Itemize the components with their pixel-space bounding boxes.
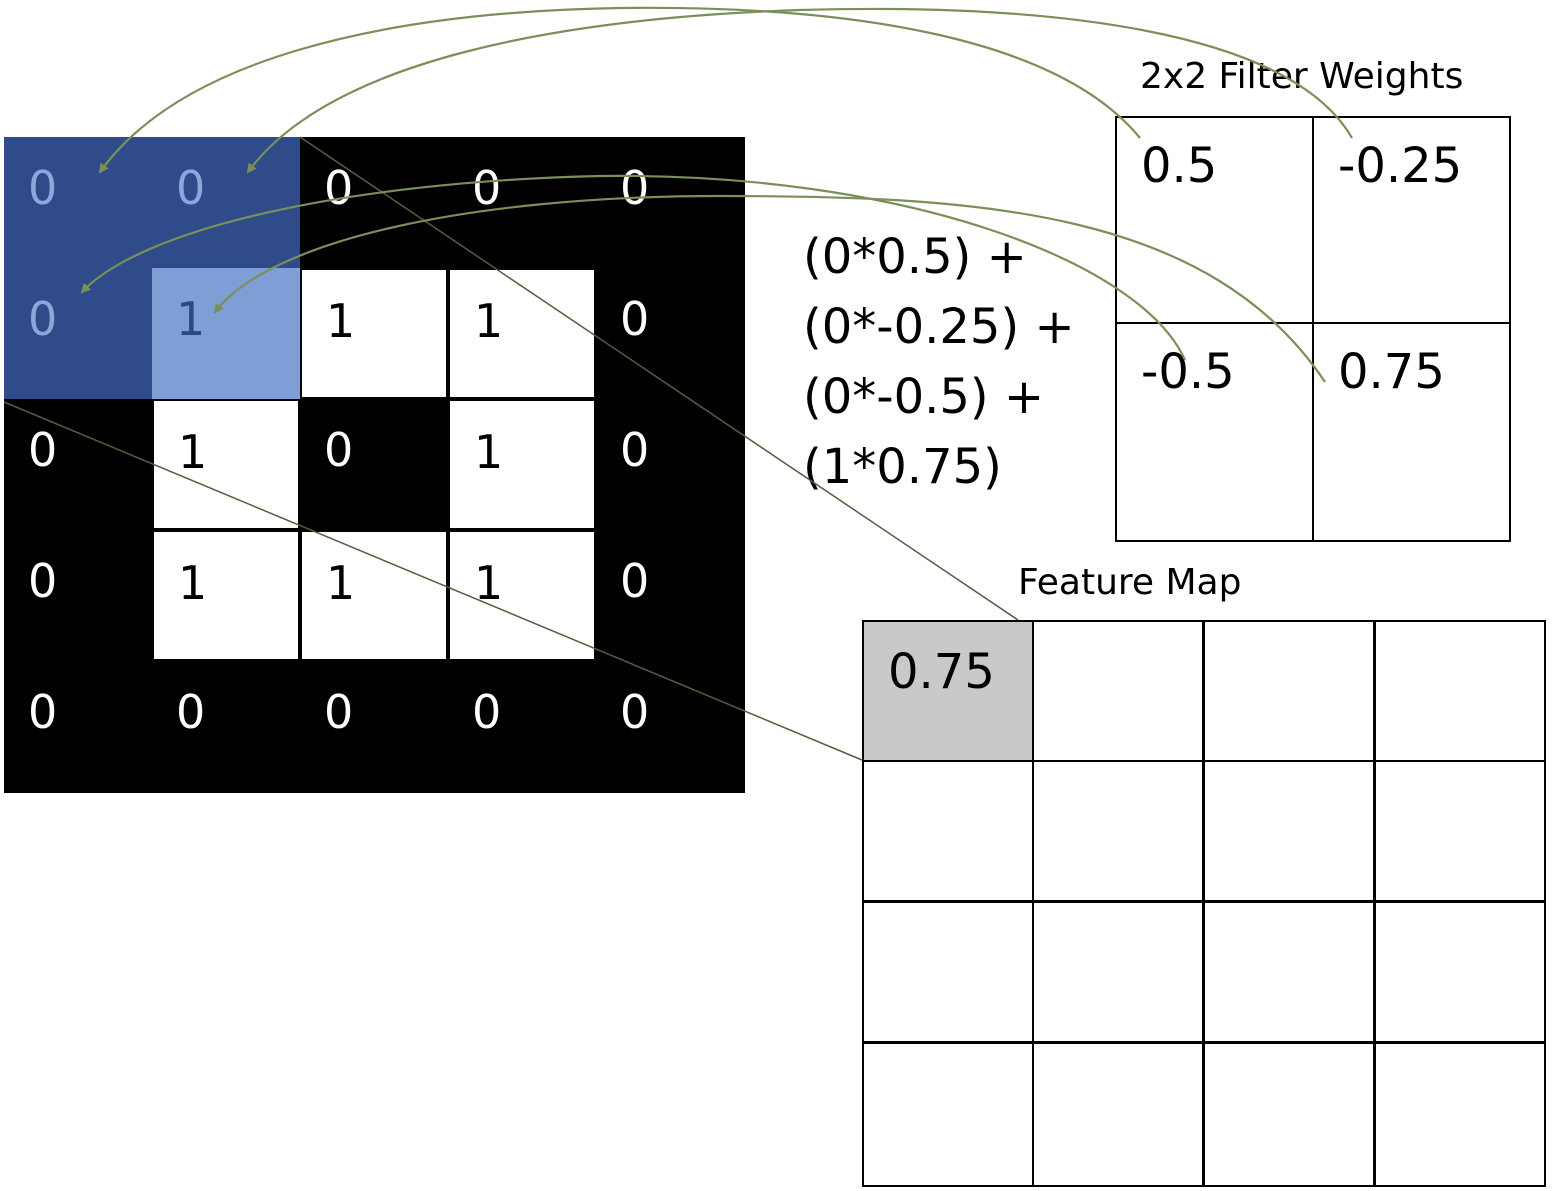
filter-cell: 0.5	[1115, 116, 1314, 330]
input-cell: 0	[448, 137, 596, 268]
feature-map-cell: 0.75	[862, 620, 1034, 762]
input-cell-value: 0	[472, 685, 502, 739]
equation-line: (0*-0.5) +	[803, 369, 1045, 425]
input-cell: 1	[448, 530, 596, 661]
input-cell-value: 0	[28, 423, 58, 477]
filter-weight: -0.5	[1141, 344, 1235, 400]
input-cell-value: 0	[620, 161, 650, 215]
input-cell-value: 1	[326, 294, 356, 348]
input-cell: 1	[152, 268, 300, 399]
equation-line: (0*0.5) +	[803, 229, 1027, 285]
input-cell: 0	[596, 268, 744, 399]
input-cell: 1	[300, 530, 448, 661]
feature-map-cell	[1032, 901, 1204, 1043]
input-cell: 0	[300, 661, 448, 792]
input-cell: 0	[596, 661, 744, 792]
feature-map-cell	[862, 1042, 1034, 1187]
input-cell-value: 0	[324, 423, 354, 477]
input-cell-value: 1	[178, 556, 208, 610]
input-cell: 1	[152, 399, 300, 530]
input-cell: 0	[300, 399, 448, 530]
input-cell: 0	[152, 661, 300, 792]
input-cell: 0	[596, 399, 744, 530]
feature-map-cell	[1032, 1042, 1204, 1187]
input-cell: 1	[448, 268, 596, 399]
input-cell: 0	[152, 137, 300, 268]
feature-map-cell	[1374, 901, 1546, 1043]
feature-map-cell	[1374, 620, 1546, 762]
input-cell-value: 0	[472, 161, 502, 215]
input-cell: 0	[596, 530, 744, 661]
filter-cell: -0.5	[1115, 322, 1314, 542]
feature-map-cell	[1203, 620, 1375, 762]
filter-weight: -0.25	[1338, 138, 1463, 194]
input-cell-value: 0	[28, 292, 58, 346]
input-cell-value: 0	[620, 554, 650, 608]
feature-map-cell	[1032, 620, 1204, 762]
filter-weights-grid: 0.5 -0.25 -0.5 0.75	[1115, 116, 1514, 542]
input-cell: 0	[4, 268, 152, 399]
input-cell-value: 0	[176, 161, 206, 215]
filter-weight: 0.5	[1141, 138, 1218, 194]
input-cell-value: 0	[324, 685, 354, 739]
input-cell-value: 1	[176, 292, 206, 346]
input-cell: 0	[4, 661, 152, 792]
input-cell: 0	[596, 137, 744, 268]
feature-map-cell	[862, 760, 1034, 902]
filter-cell: -0.25	[1312, 116, 1511, 330]
filter-title: 2x2 Filter Weights	[1140, 56, 1464, 97]
input-cell-value: 1	[326, 556, 356, 610]
input-cell: 0	[4, 137, 152, 268]
input-cell-value: 1	[474, 294, 504, 348]
input-cell: 1	[300, 268, 448, 399]
input-cell-value: 0	[28, 685, 58, 739]
filter-cell: 0.75	[1312, 322, 1511, 542]
feature-map-grid: 0.75	[862, 620, 1548, 1187]
feature-map-title: Feature Map	[1018, 562, 1242, 603]
input-cell-value: 0	[28, 554, 58, 608]
input-cell-value: 0	[620, 685, 650, 739]
input-cell: 0	[4, 399, 152, 530]
feature-map-cell	[1374, 1042, 1546, 1187]
input-image-grid: 0 0 0 0 0 0 1 1 1 0 0 1 0 1 0 0 1 1 1 0 …	[4, 137, 745, 793]
feature-map-cell	[1032, 760, 1204, 902]
feature-map-cell	[1374, 760, 1546, 902]
input-cell-value: 1	[474, 556, 504, 610]
input-cell-value: 0	[176, 685, 206, 739]
filter-weight: 0.75	[1338, 344, 1445, 400]
feature-map-value: 0.75	[888, 644, 995, 700]
input-cell: 0	[448, 661, 596, 792]
feature-map-cell	[862, 901, 1034, 1043]
input-cell: 0	[300, 137, 448, 268]
input-cell: 1	[152, 530, 300, 661]
input-cell-value: 0	[620, 423, 650, 477]
equation-line: (0*-0.25) +	[803, 299, 1075, 355]
input-cell-value: 0	[324, 161, 354, 215]
input-cell-value: 1	[474, 425, 504, 479]
input-cell-value: 0	[28, 161, 58, 215]
input-cell: 0	[4, 530, 152, 661]
input-cell-value: 0	[620, 292, 650, 346]
feature-map-cell	[1203, 1042, 1375, 1187]
input-cell: 1	[448, 399, 596, 530]
equation-line: (1*0.75)	[803, 439, 1002, 495]
feature-map-cell	[1203, 760, 1375, 902]
feature-map-cell	[1203, 901, 1375, 1043]
convolution-equation: (0*0.5) + (0*-0.25) + (0*-0.5) + (1*0.75…	[803, 222, 1075, 502]
input-cell-value: 1	[178, 425, 208, 479]
